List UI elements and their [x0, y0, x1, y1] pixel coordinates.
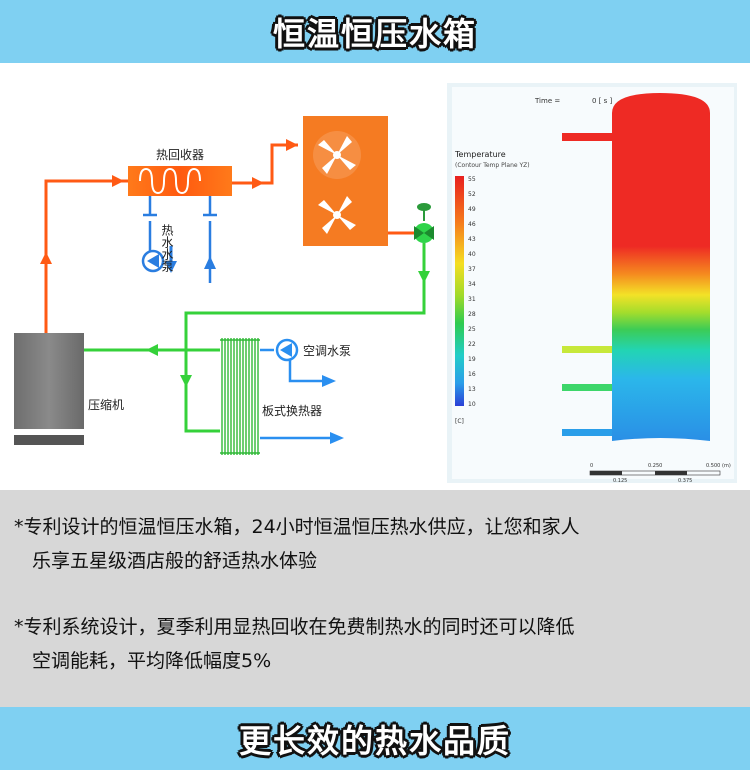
svg-text:0.125: 0.125: [613, 478, 627, 484]
svg-text:52: 52: [468, 191, 476, 198]
svg-text:25: 25: [468, 326, 476, 333]
heat-recovery-label: 热回收器: [156, 148, 204, 162]
right-arrow-icon: [112, 175, 124, 187]
compressor-label: 压缩机: [88, 397, 124, 412]
description-panel: *专利设计的恒温恒压水箱，24小时恒温恒压热水供应，让您和家人 乐享五星级酒店般…: [0, 490, 750, 707]
svg-text:40: 40: [468, 251, 476, 258]
right-arrow-icon: [252, 177, 264, 189]
svg-text:0.500: 0.500: [706, 463, 720, 469]
ac-water-lines: [260, 348, 330, 440]
svg-text:31: 31: [468, 296, 476, 303]
cold-refrigerant-pipes: [84, 243, 426, 433]
temperature-colorbar: [455, 176, 464, 406]
paragraph-line: 空调能耗，平均降低幅度5%: [32, 650, 272, 672]
side-pipe-lower: [562, 384, 612, 391]
description-paragraph-1: *专利设计的恒温恒压水箱，24小时恒温恒压热水供应，让您和家人 乐享五星级酒店般…: [14, 510, 739, 578]
system-diagram: 热回收器 热水水泵: [14, 83, 737, 484]
legend-unit: [C]: [455, 418, 464, 425]
scale-bar: 0 0.250 0.500 (m) 0.125 0.375: [589, 463, 731, 484]
down-arrow-icon: [180, 375, 192, 387]
right-arrow-icon: [330, 432, 344, 444]
diagram-area: 热回收器 热水水泵: [0, 63, 750, 490]
svg-text:22: 22: [468, 341, 476, 348]
heat-recovery-unit: [128, 166, 232, 196]
fan-icon: [318, 196, 356, 234]
svg-text:0: 0: [590, 463, 593, 469]
paragraph-line: *专利系统设计，夏季利用显热回收在免费制热水的同时还可以降低: [14, 616, 575, 638]
bottom-banner: 更长效的热水品质: [0, 707, 750, 770]
legend-ticks: 55 52 49 46 43 40 37 34 31 28 25 22 19 1…: [468, 176, 476, 408]
svg-text:37: 37: [468, 266, 476, 273]
time-value: 0 [ s ]: [592, 97, 613, 105]
paragraph-line: 乐享五星级酒店般的舒适热水体验: [32, 550, 318, 572]
svg-text:49: 49: [468, 206, 476, 213]
hot-outlet-pipe: [562, 133, 612, 141]
paragraph-line: *专利设计的恒温恒压水箱，24小时恒温恒压热水供应，让您和家人: [14, 516, 580, 538]
right-arrow-icon: [286, 139, 298, 151]
water-tank: [612, 93, 710, 441]
left-arrow-icon: [146, 344, 158, 356]
svg-text:13: 13: [468, 386, 476, 393]
plate-heat-exchanger: [220, 338, 260, 455]
footer-title: 更长效的热水品质: [238, 721, 511, 760]
ac-water-pump: [275, 338, 299, 362]
time-label: Time =: [534, 97, 560, 105]
top-banner: 恒温恒压水箱: [0, 0, 750, 63]
plate-exchanger-label: 板式换热器: [262, 404, 322, 418]
svg-text:0.250: 0.250: [648, 463, 662, 469]
svg-text:46: 46: [468, 221, 476, 228]
legend-title: Temperature: [454, 150, 506, 159]
hot-water-pump: [141, 249, 165, 273]
svg-text:43: 43: [468, 236, 476, 243]
down-arrow-icon: [165, 261, 177, 273]
compressor: [14, 333, 84, 445]
description-paragraph-2: *专利系统设计，夏季利用显热回收在免费制热水的同时还可以降低 空调能耗，平均降低…: [14, 610, 744, 678]
legend-subtitle: (Contour Temp Plane YZ): [455, 162, 530, 169]
up-arrow-icon: [204, 256, 216, 269]
expansion-valve: [414, 203, 434, 243]
down-arrow-icon: [418, 271, 430, 283]
outdoor-unit: [303, 116, 388, 246]
ac-water-pump-label: 空调水泵: [303, 344, 351, 358]
up-arrow-icon: [40, 252, 52, 264]
svg-text:16: 16: [468, 371, 476, 378]
right-arrow-icon: [322, 375, 336, 387]
cold-inlet-pipe: [562, 429, 612, 436]
fan-icon: [318, 136, 356, 174]
svg-text:34: 34: [468, 281, 476, 288]
side-pipe-upper: [562, 346, 612, 353]
svg-text:19: 19: [468, 356, 476, 363]
svg-text:(m): (m): [722, 463, 731, 469]
svg-text:0.375: 0.375: [678, 478, 692, 484]
page-title: 恒温恒压水箱: [272, 14, 477, 53]
svg-text:10: 10: [468, 401, 476, 408]
svg-text:55: 55: [468, 176, 476, 183]
simulation-panel: Time = 0 [ s ] Temperature (Contour Temp…: [447, 83, 737, 484]
svg-text:28: 28: [468, 311, 476, 318]
